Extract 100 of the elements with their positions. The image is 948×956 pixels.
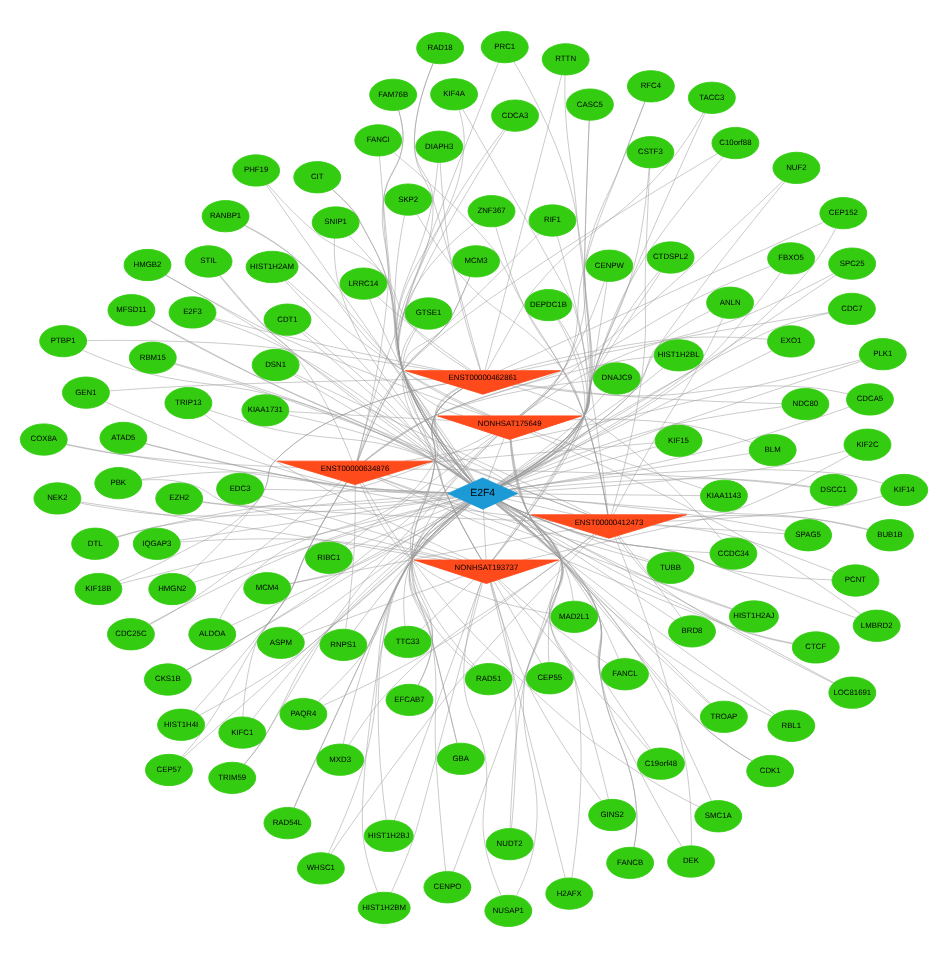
connector [109,377,434,391]
connector [664,494,883,521]
connector [213,318,471,483]
connector [301,331,472,483]
connector [383,108,474,482]
connector [289,501,469,583]
connector [499,500,857,618]
connector [495,502,712,801]
connector [265,183,475,481]
connector [120,497,461,583]
connector [293,374,470,484]
connector [654,523,836,572]
connector [410,387,476,666]
connector [369,297,475,481]
connector [509,438,773,716]
connector [286,278,492,416]
connector [294,372,593,514]
connector [402,326,471,483]
connector [496,502,651,749]
connector [317,502,470,701]
connector [487,436,505,480]
connector [357,232,540,461]
connector [244,434,499,764]
connector [79,496,457,516]
connector [301,574,464,635]
connector [502,318,588,486]
connector [209,408,471,483]
connector [252,502,471,718]
connector [499,180,786,485]
connector [118,382,448,581]
connector [569,418,753,442]
connector [434,385,638,847]
connector [393,151,608,514]
connector [498,500,835,683]
connector [409,500,467,871]
connector [501,359,862,486]
connector [261,494,463,560]
connector [616,534,834,683]
connector [202,500,554,521]
connector [288,410,452,420]
connector [202,495,455,506]
connector [267,183,470,370]
connector [219,274,470,484]
connector [414,61,481,370]
connector [493,579,542,663]
connector [182,502,472,757]
connector [513,60,586,416]
connector [498,578,608,663]
connector [394,580,482,820]
connector [514,449,846,492]
connector [186,501,469,670]
connector [515,383,849,396]
connector [149,319,589,514]
connector [165,273,471,483]
connector [145,442,544,518]
connector [496,502,683,847]
connector [179,496,457,540]
connector [360,482,552,613]
connector [181,480,347,756]
connector [495,225,608,514]
connector [378,476,649,561]
connector [463,580,502,895]
connector [508,452,750,489]
connector [284,279,473,482]
connector [66,443,299,467]
connector [490,581,602,801]
connector [434,386,471,483]
connector [348,532,595,745]
connector [376,477,794,643]
connector [613,316,724,514]
connector [342,502,470,744]
connector [231,501,468,625]
connector [510,477,811,490]
connector [141,478,455,560]
connector [500,100,646,486]
connector [193,498,463,582]
connector [386,473,459,489]
connector [293,502,470,808]
connector [499,500,711,552]
connector [398,61,499,482]
connector [498,501,733,609]
connector [462,107,609,514]
connector [500,500,563,896]
connector [149,479,343,624]
connector [512,494,869,530]
connector [402,275,471,483]
connector [199,502,472,715]
connector [293,434,497,808]
connector [498,273,837,485]
connector [357,152,718,461]
connector [497,311,830,484]
connector [498,501,574,601]
connector [397,128,505,482]
connector [219,274,353,461]
connector [497,578,650,750]
connector [504,445,657,487]
connector [289,527,578,583]
connector [489,581,566,878]
connector [244,501,470,764]
connector [364,355,655,461]
